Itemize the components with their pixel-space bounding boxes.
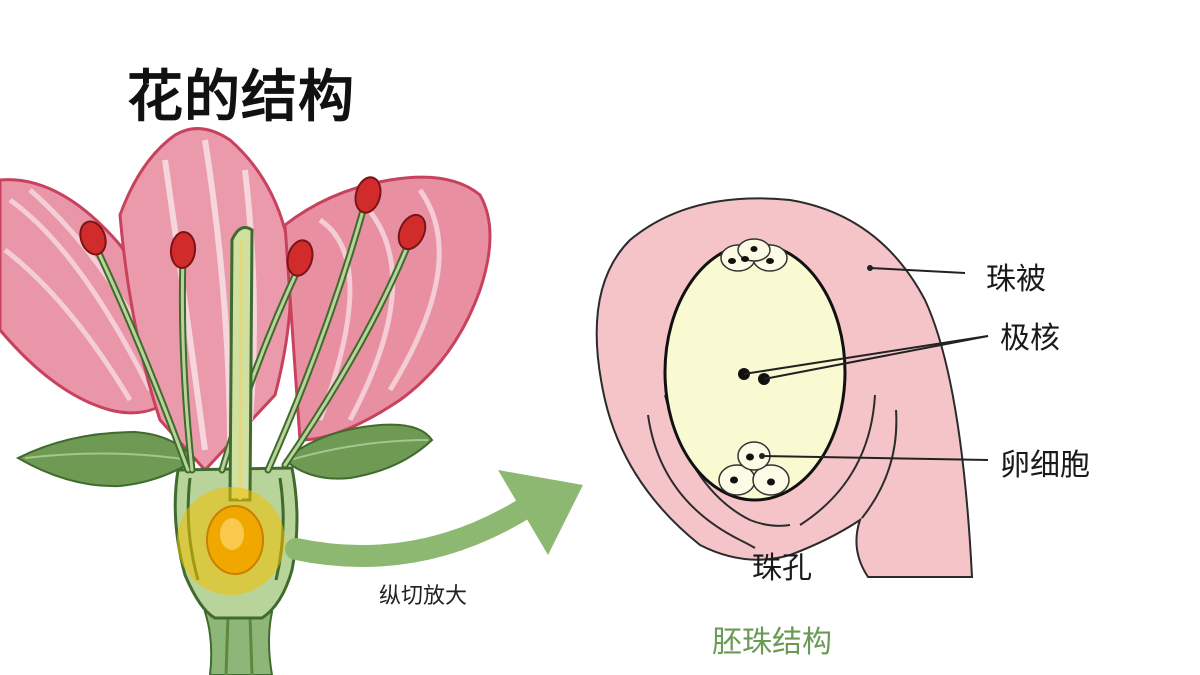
label-integument: 珠被 xyxy=(986,262,1046,297)
ovule-diagram xyxy=(595,197,989,578)
ovule-caption: 胚珠结构 xyxy=(712,625,832,660)
label-polar-nuclei: 极核 xyxy=(1000,321,1060,356)
label-egg-cell: 卵细胞 xyxy=(1000,448,1090,483)
petal-back xyxy=(118,127,293,473)
petal-right xyxy=(283,175,492,442)
sepal-left xyxy=(15,430,197,488)
sepal-right xyxy=(283,423,434,480)
magnify-arrowhead xyxy=(498,470,583,555)
anthers xyxy=(79,176,427,277)
leader-lines xyxy=(743,267,989,461)
page-title: 花的结构 xyxy=(127,65,355,130)
magnify-arrow xyxy=(285,494,541,567)
label-micropyle: 珠孔 xyxy=(752,551,812,586)
arrow-label: 纵切放大 xyxy=(379,584,468,609)
flower-stem xyxy=(203,611,274,675)
flower-illustration xyxy=(0,127,492,675)
